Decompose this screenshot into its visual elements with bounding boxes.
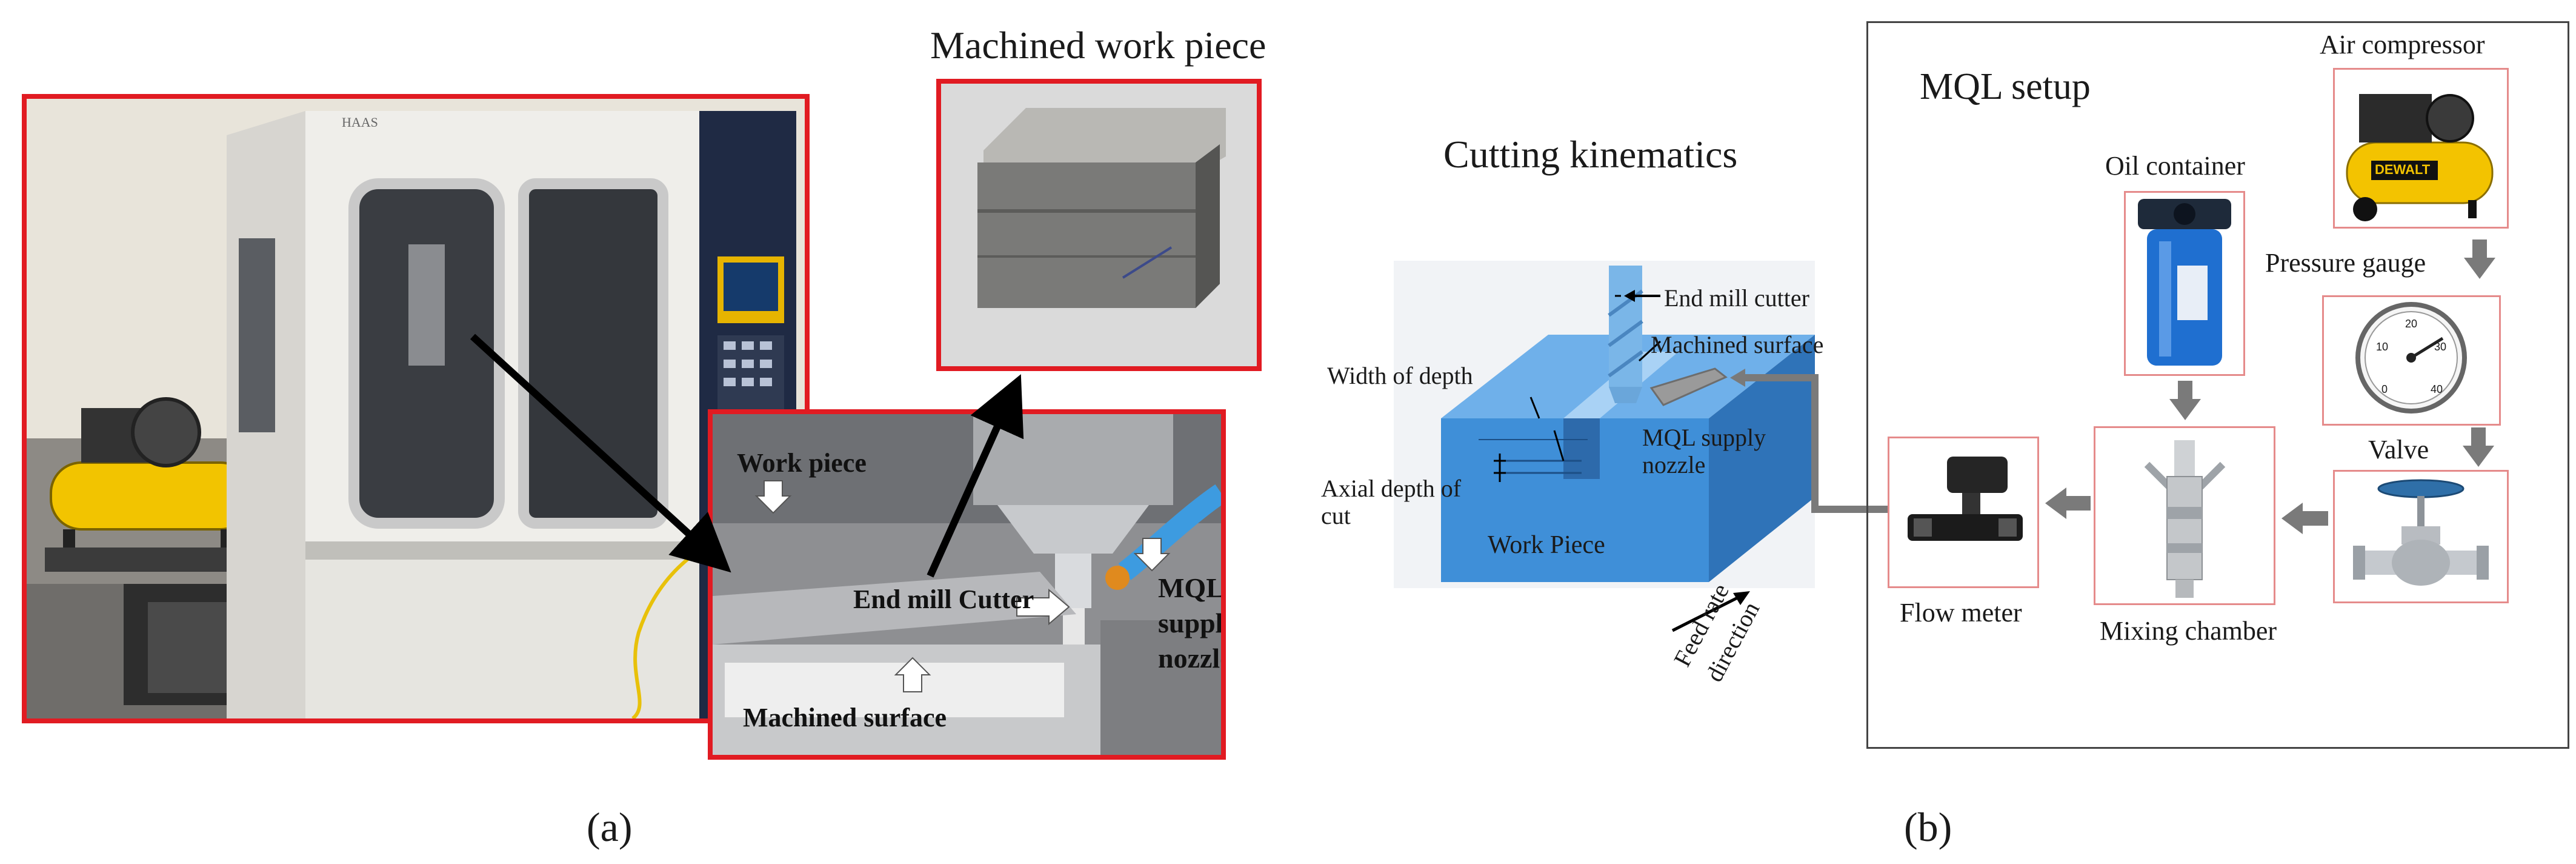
oil-container-label: Oil container (2105, 151, 2245, 181)
mql-setup-title: MQL setup (1920, 66, 2091, 107)
floor-compressor (45, 397, 299, 572)
oil-container-icon (2138, 199, 2231, 366)
feed-rate-arrow (1671, 594, 1743, 632)
workpiece-title: Machined work piece (930, 24, 1266, 67)
valve-frame (2333, 470, 2509, 603)
air-compressor-label: Air compressor (2320, 30, 2485, 59)
label-cut: cut (1321, 502, 1351, 529)
workpiece-drawing (941, 84, 1257, 366)
gauge-tick-40: 40 (2431, 383, 2443, 395)
air-compressor-icon (2346, 94, 2494, 221)
label-mql-supply: MQL supply (1642, 424, 1766, 451)
gauge-tick-30: 30 (2434, 341, 2447, 353)
mixing-chamber-frame (2094, 426, 2275, 605)
inset-label-nozzle: nozzle (1158, 643, 1226, 674)
inset-label-supply: supply (1158, 608, 1223, 638)
mixing-chamber-icon (2144, 440, 2226, 598)
kinematics-title: Cutting kinematics (1443, 133, 1738, 176)
mql-nozzle-shape (1649, 367, 1728, 406)
label-axial-depth: Axial depth of (1321, 475, 1462, 502)
label-end-mill-cutter: End mill cutter (1664, 284, 1809, 312)
flow-meter-frame (1888, 437, 2039, 588)
arrow-up-surface-icon (894, 657, 931, 692)
mixing-chamber-label: Mixing chamber (2100, 616, 2277, 646)
workpiece-photo (936, 79, 1262, 371)
compressor-brand: DEWALT (2375, 162, 2431, 177)
pressure-gauge-frame: 0 10 20 30 40 (2322, 295, 2501, 426)
gauge-tick-0: 0 (2381, 383, 2388, 395)
air-compressor-frame: DEWALT (2333, 68, 2509, 229)
valve-label: Valve (2368, 435, 2429, 464)
label-machined-surface: Machined surface (1651, 331, 1824, 358)
label-width-of-depth: Width of depth (1327, 362, 1473, 389)
gauge-tick-10: 10 (2376, 341, 2389, 353)
valve-icon (2353, 479, 2489, 586)
label-nozzle: nozzle (1642, 451, 1706, 478)
mql-setup-box (1866, 21, 2569, 749)
workpiece-side-face (1709, 335, 1815, 582)
flow-meter-label: Flow meter (1900, 598, 2022, 628)
machine-brand: HAAS (342, 115, 378, 130)
arrow-right-cutter-icon (1016, 588, 1070, 626)
inset-label-work-piece: Work piece (737, 448, 867, 478)
arrow-down-workpiece-icon (754, 480, 792, 514)
caption-b: (b) (1904, 804, 1952, 850)
flow-meter-icon (1908, 457, 2023, 541)
inset-label-mql: MQL (1158, 572, 1225, 603)
machine-photo: HAAS (22, 94, 810, 723)
inset-label-end-mill-cutter: End mill Cutter (853, 584, 1034, 614)
pressure-gauge-label: Pressure gauge (2265, 248, 2426, 278)
caption-a: (a) (587, 804, 633, 850)
gauge-tick-20: 20 (2405, 318, 2418, 330)
workpiece-front-face (1441, 418, 1709, 582)
supply-line (1740, 374, 1888, 513)
inset-label-machined-surface: Machined surface (743, 703, 947, 732)
arrow-down-nozzle-icon (1133, 538, 1171, 572)
pressure-gauge-icon (2355, 302, 2467, 414)
oil-container-frame (2124, 191, 2245, 376)
machine-photo-drawing (27, 99, 805, 718)
label-work-piece: Work Piece (1488, 531, 1605, 559)
